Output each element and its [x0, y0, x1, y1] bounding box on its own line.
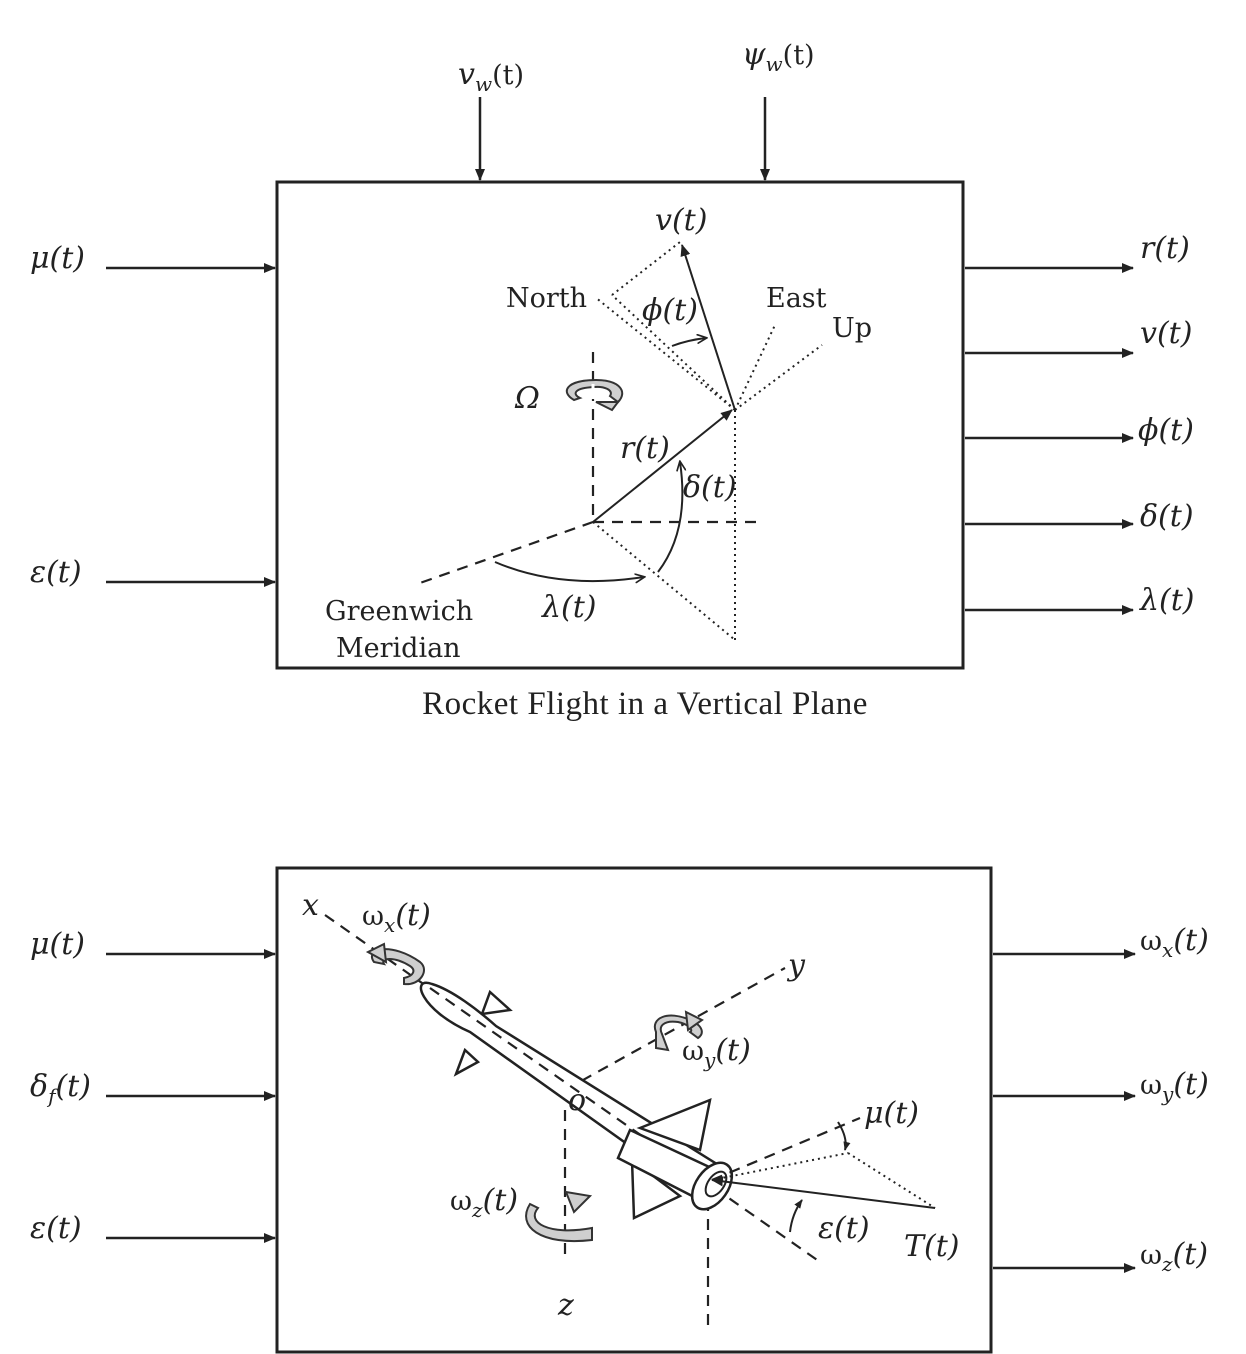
label-east: East — [766, 283, 827, 314]
velocity-vector — [680, 244, 736, 411]
label-phi-inner: ϕ(t) — [642, 293, 698, 328]
label-wy-inner: ωy(t) — [682, 1033, 751, 1072]
label-epsilon-inner: ε(t) — [818, 1211, 870, 1246]
radius-vector — [592, 409, 733, 523]
label-up: Up — [832, 313, 872, 344]
label-vw: vw(t) — [458, 57, 524, 96]
label-wy-out: ωy(t) — [1140, 1067, 1209, 1106]
label-deltaf: δf(t) — [30, 1069, 91, 1108]
label-wz-out: ωz(t) — [1140, 1237, 1208, 1276]
rotation-y-icon — [653, 1010, 704, 1052]
label-mu-top: μ(t) — [30, 241, 85, 276]
label-psiw: ψw(t) — [742, 37, 815, 76]
label-thrust: T(t) — [904, 1229, 959, 1264]
label-wx-inner: ωx(t) — [362, 898, 431, 937]
label-north: North — [506, 283, 587, 314]
caption-top: Rocket Flight in a Vertical Plane — [422, 686, 868, 722]
longitude-arc — [494, 561, 644, 581]
label-delta-out: δ(t) — [1140, 499, 1194, 534]
label-axis-x: x — [302, 888, 319, 923]
label-axis-y: y — [786, 948, 806, 983]
label-lambda-inner: λ(t) — [541, 590, 596, 625]
label-mu-bottom: μ(t) — [30, 927, 85, 962]
label-wz-inner: ωz(t) — [450, 1183, 518, 1222]
label-phi-out: ϕ(t) — [1138, 413, 1194, 448]
label-lambda-out: λ(t) — [1139, 583, 1194, 618]
label-delta-inner: δ(t) — [683, 470, 737, 505]
rotation-z-icon — [525, 1190, 593, 1243]
ground-projection — [592, 521, 736, 641]
mu-angle-arc — [837, 1121, 851, 1151]
east-direction — [734, 324, 776, 411]
earth-rotation-icon — [565, 378, 624, 412]
bottom-system-box — [275, 866, 993, 1354]
epsilon-angle-arc — [789, 1199, 803, 1233]
reference-line-mu — [711, 1116, 861, 1182]
label-epsilon-bottom: ε(t) — [30, 1211, 82, 1246]
label-v-out: v(t) — [1140, 316, 1192, 351]
label-omega: Ω — [514, 381, 540, 416]
label-axis-z: z — [557, 1288, 574, 1323]
rotation-x-icon — [365, 942, 425, 986]
body-x-axis — [324, 914, 821, 1263]
label-origin: o — [568, 1083, 586, 1118]
thrust-vector — [711, 1176, 936, 1209]
label-greenwich-line2: Meridian — [336, 633, 461, 664]
label-mu-inner: μ(t) — [864, 1096, 919, 1131]
top-panel: vw(t) ψw(t) μ(t) ε(t) r(t) v(t) ϕ(t) δ(t… — [30, 37, 1194, 722]
thrust-projection-link — [847, 1152, 936, 1209]
label-r-inner: r(t) — [620, 431, 670, 466]
thrust-projection-mu — [711, 1152, 849, 1181]
rocket-icon — [419, 981, 734, 1220]
flight-path-angle-arc — [671, 338, 706, 347]
latitude-arc — [657, 462, 682, 573]
greenwich-meridian-line — [419, 520, 594, 585]
label-greenwich-line1: Greenwich — [325, 596, 473, 627]
top-system-box — [275, 180, 965, 670]
label-wx-out: ωx(t) — [1140, 923, 1209, 962]
label-v-inner: v(t) — [655, 203, 707, 238]
up-direction — [734, 344, 823, 411]
bottom-panel: μ(t) δf(t) ε(t) ωx(t) ωy(t) ωz(t) — [30, 866, 1209, 1354]
label-r-out: r(t) — [1140, 231, 1190, 266]
label-epsilon-top: ε(t) — [30, 555, 82, 590]
local-horizontal — [611, 294, 736, 411]
velocity-projection — [611, 241, 681, 296]
body-y-axis — [564, 967, 786, 1091]
